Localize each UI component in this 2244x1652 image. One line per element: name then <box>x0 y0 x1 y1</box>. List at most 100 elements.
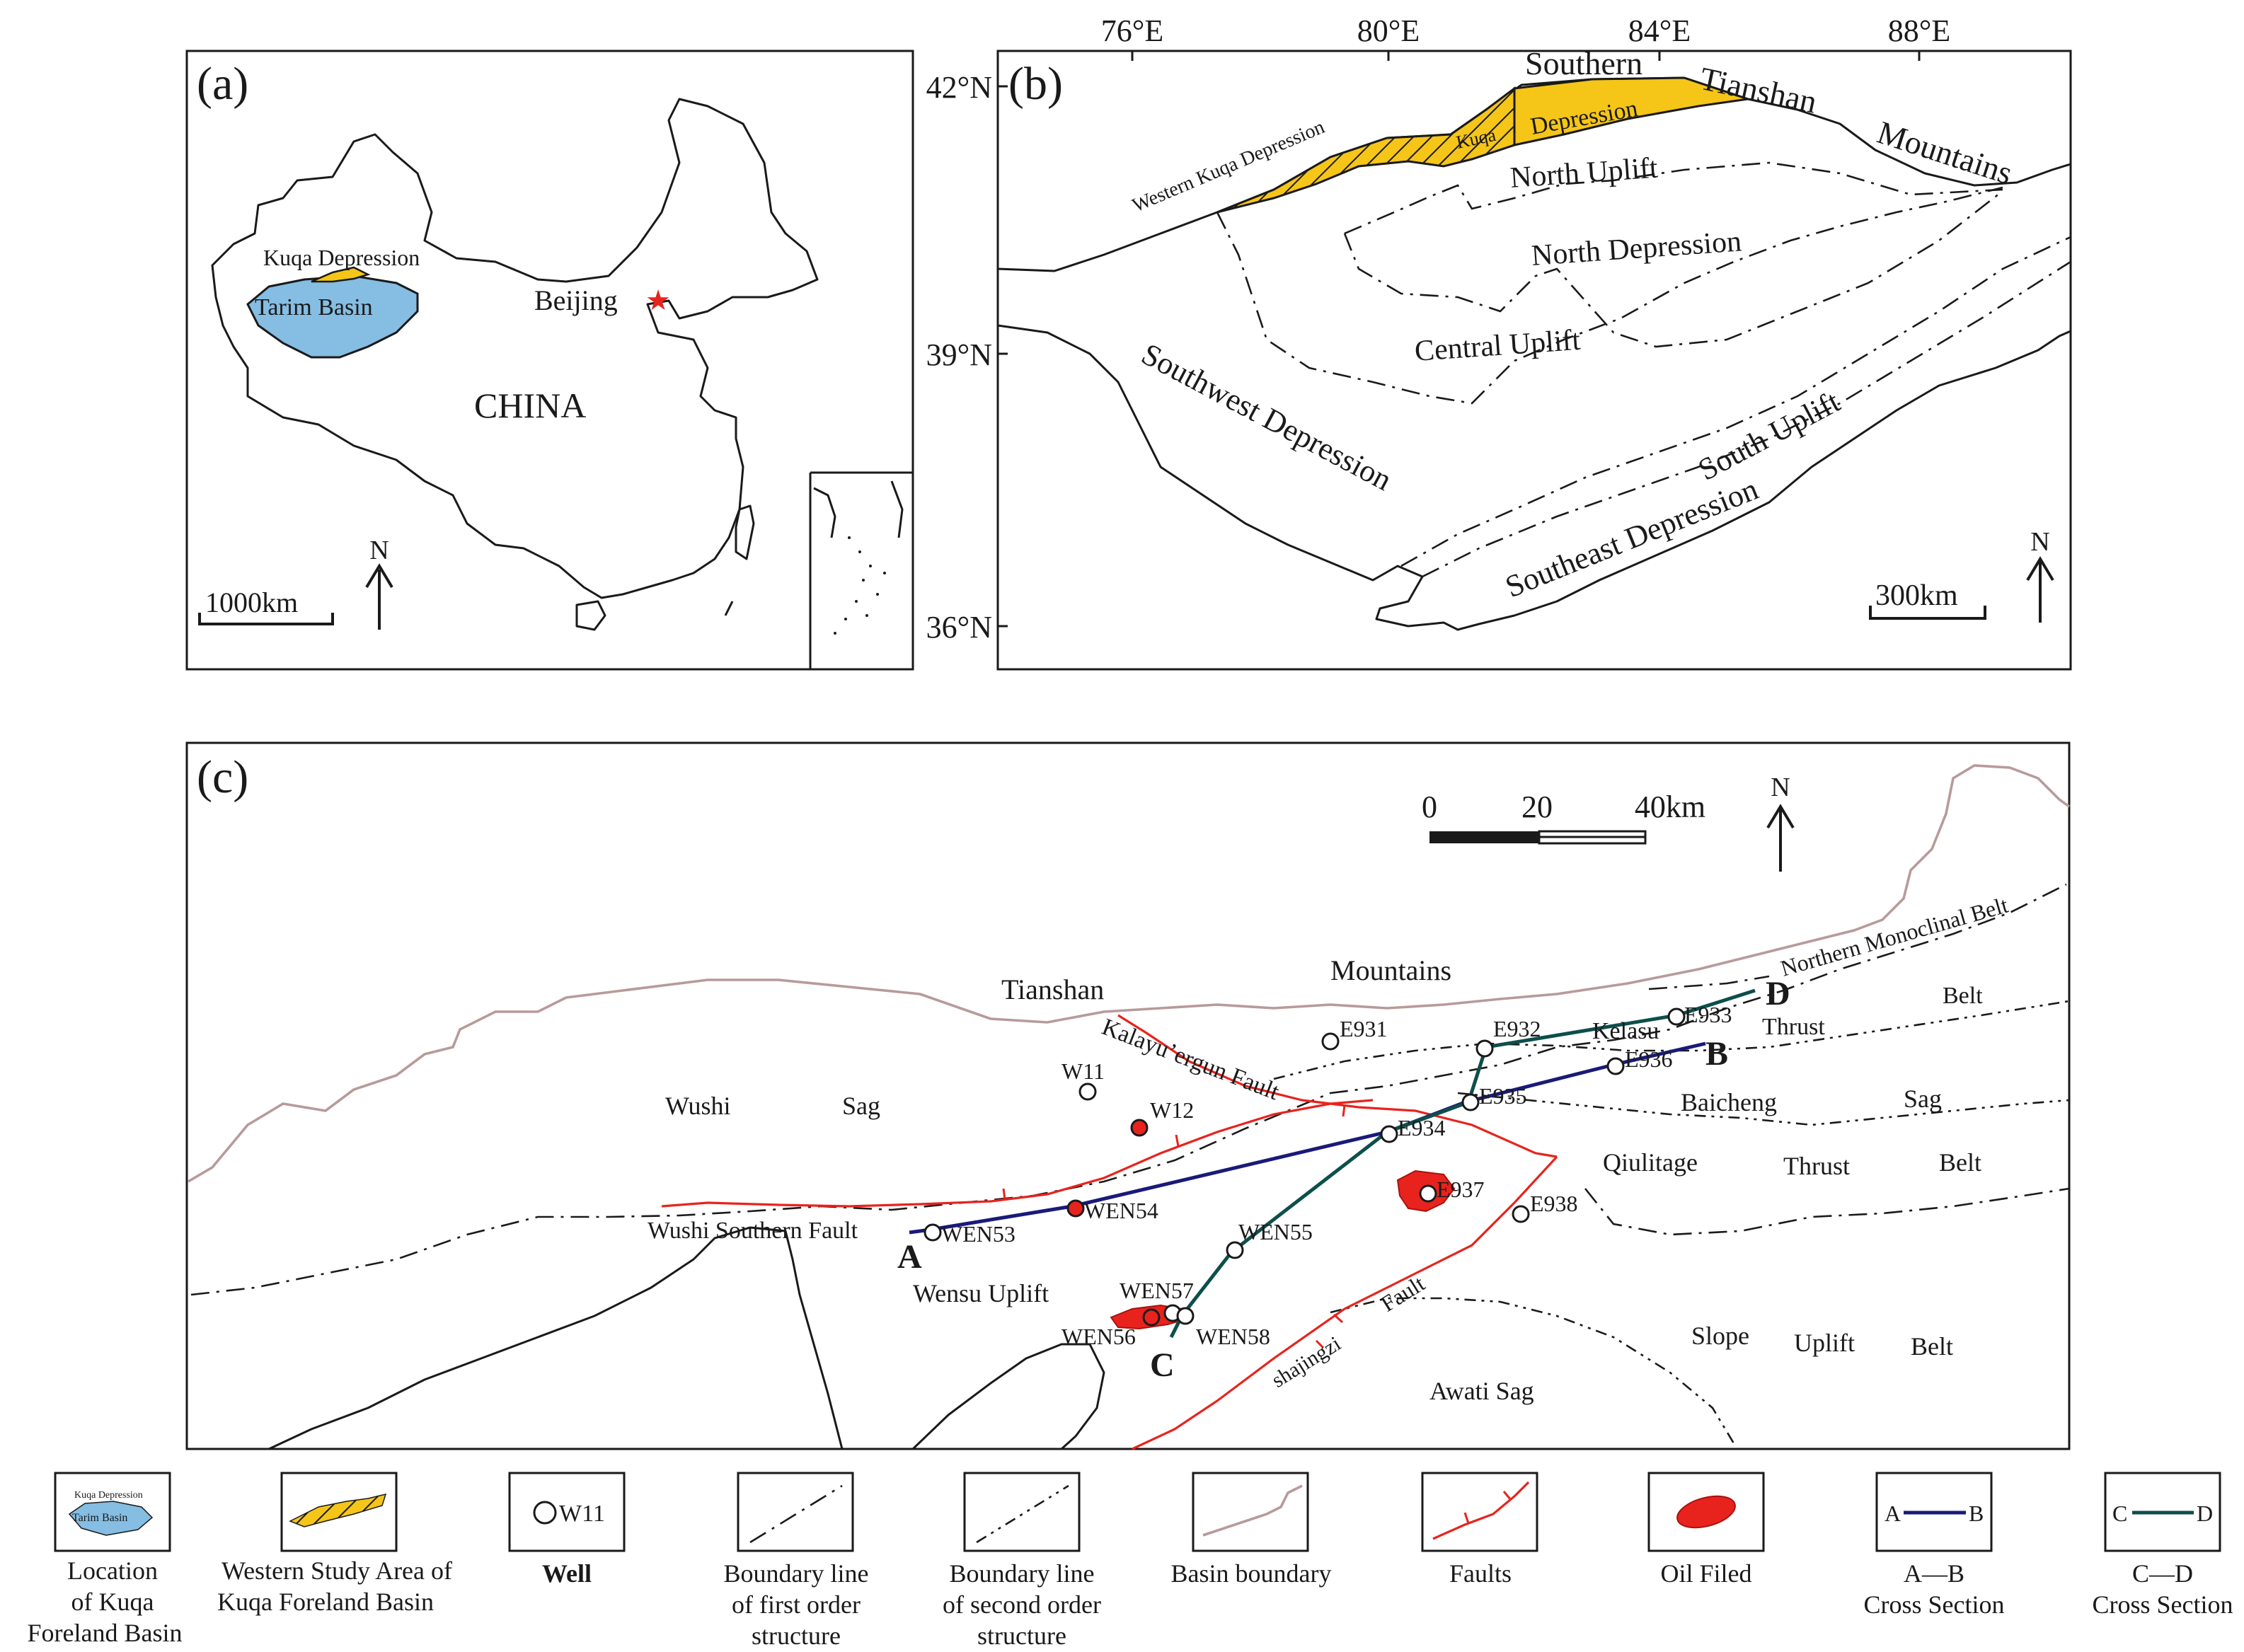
mountains-label: Mountains <box>1873 114 2017 191</box>
kuqa-depression-shape <box>311 266 371 283</box>
legend-location-line-3: Foreland Basin <box>28 1619 183 1647</box>
first-order-boundary-kelasu <box>1648 975 1770 990</box>
legend-oil-field-label: Oil Filed <box>1660 1559 1751 1588</box>
panel-c-north-arrow: N <box>1766 773 1795 872</box>
scale-label: 1000km <box>205 587 298 618</box>
well-e938-marker <box>1512 1205 1530 1223</box>
shajingzi-fault-label: Fault <box>1376 1270 1429 1316</box>
ab-cross-section-line <box>909 1041 1706 1235</box>
wushi-sag-label: Sag <box>842 1092 880 1120</box>
qiulitage-label: Qiulitage <box>1603 1148 1698 1177</box>
tarim-north-boundary <box>997 76 2071 272</box>
north-uplift-label: North Uplift <box>1509 151 1659 194</box>
legend-item-second-order: Boundary line of second order structure <box>943 1472 1101 1650</box>
panel-c-letter: (c) <box>197 751 248 803</box>
southwest-depression-label: Southwest Depression <box>1136 337 1397 497</box>
legend-well-label: Well <box>542 1559 592 1588</box>
second-order-boundary-baicheng-north <box>1273 1000 2070 1080</box>
legend-ab-line-2: Cross Section <box>1863 1590 2004 1619</box>
well-e935-label: E935 <box>1479 1083 1527 1109</box>
legend-study-line-2: Kuqa Foreland Basin <box>217 1588 434 1616</box>
legend: Kuqa Depression Tarim Basin Location of … <box>28 1472 2233 1650</box>
slope-belt-label: Belt <box>1911 1332 1953 1361</box>
well-w12-marker <box>1130 1119 1149 1137</box>
wensu-uplift-outline <box>268 1226 844 1450</box>
qiulitage-thrust-label: Thrust <box>1783 1152 1850 1180</box>
fault-tick-marks <box>1002 1104 1346 1349</box>
well-wen55-label: WEN55 <box>1238 1219 1313 1244</box>
hainan-outline <box>575 600 606 631</box>
well-e932-label: E932 <box>1493 1016 1541 1041</box>
legend-first-order-line-2: of first order <box>732 1590 861 1619</box>
legend-item-oil-field: Oil Filed <box>1647 1472 1765 1588</box>
panel-a-frame <box>185 50 914 671</box>
well-wen56-label: WEN56 <box>1061 1324 1136 1349</box>
panel-b-north-arrow: N <box>2026 527 2054 623</box>
qiulitage-belt-label: Belt <box>1939 1148 1981 1177</box>
north-label: N <box>2030 527 2049 557</box>
panel-b-scale-bar: 300km <box>1869 579 1986 620</box>
inset-islands <box>834 536 886 635</box>
well-wen58-label: WEN58 <box>1196 1324 1270 1349</box>
well-e938-label: E938 <box>1530 1191 1578 1216</box>
north-upper-boundary <box>1344 161 2003 235</box>
well-wen58-marker <box>1176 1307 1195 1325</box>
legend-item-cd-section: C D C—D Cross Section <box>2092 1472 2233 1619</box>
tianshan-label: Tianshan <box>1001 974 1104 1005</box>
legend-mini-tarim: Tarim Basin <box>72 1512 127 1524</box>
well-e933-marker <box>1667 1007 1686 1026</box>
legend-item-first-order: Boundary line of first order structure <box>724 1472 869 1650</box>
panel-a-china-map: (a) Kuqa Depression Tarim Basin Beijing … <box>185 50 914 671</box>
well-e936-label: E936 <box>1625 1046 1673 1072</box>
lon-tick-76: 76°E <box>1101 13 1163 48</box>
well-w11-marker <box>1078 1082 1097 1101</box>
wensu-uplift-label: Wensu Uplift <box>913 1279 1049 1307</box>
tarim-basin-label: Tarim Basin <box>255 294 373 320</box>
awati-sag-label: Awati Sag <box>1429 1377 1534 1405</box>
section-letter-b: B <box>1705 1035 1728 1073</box>
section-letter-d: D <box>1766 975 1790 1012</box>
tarim-basin-shape <box>246 275 419 359</box>
well-w12-label: W12 <box>1150 1097 1194 1123</box>
slope-label: Slope <box>1691 1322 1749 1350</box>
lat-tick-36: 36°N <box>926 610 992 645</box>
panel-b-frame <box>996 50 2072 671</box>
panel-a-north-arrow: N <box>365 536 393 630</box>
well-e933-label: E933 <box>1684 1002 1732 1027</box>
lon-tick-80: 80°E <box>1357 13 1420 48</box>
legend-cd-from: C <box>2112 1501 2127 1526</box>
legend-faults-label: Faults <box>1449 1559 1512 1588</box>
well-e931-label: E931 <box>1340 1016 1388 1041</box>
south-uplift-boundary-2 <box>1422 260 2071 578</box>
china-outline <box>211 98 819 599</box>
well-e934-label: E934 <box>1398 1115 1446 1140</box>
wushi-label: Wushi <box>665 1092 731 1120</box>
well-w11-label: W11 <box>1061 1058 1105 1084</box>
basin-boundary-line <box>188 764 2071 1183</box>
slope-uplift-label: Uplift <box>1794 1329 1855 1357</box>
north-label: N <box>1771 773 1790 802</box>
well-wen57-label: WEN57 <box>1120 1278 1194 1303</box>
legend-location-line-2: of Kuqa <box>71 1588 154 1616</box>
shajingzi-label: shajingzi <box>1267 1332 1345 1392</box>
legend-well-sample: W11 <box>559 1501 605 1527</box>
south-uplift-label: South Uplift <box>1693 384 1846 487</box>
legend-first-order-line-3: structure <box>752 1622 841 1650</box>
scale-tick-0: 0 <box>1422 790 1437 824</box>
inset-coast <box>813 480 904 538</box>
panel-c-scale-bar: 0 20 40km <box>1422 790 1705 845</box>
beijing-label: Beijing <box>534 284 618 316</box>
island-dash <box>724 601 734 616</box>
legend-second-order-line-3: structure <box>977 1622 1066 1650</box>
scale-label: 300km <box>1875 579 1958 612</box>
kalayu-ergun-fault <box>1117 1014 1558 1158</box>
second-order-boundary-baicheng-south <box>1457 1092 2070 1126</box>
first-order-boundary-line <box>190 883 2067 1296</box>
well-e937-marker <box>1419 1184 1437 1203</box>
first-order-boundary-south <box>1584 1187 2070 1236</box>
beijing-star-icon: ★ <box>645 284 671 316</box>
legend-first-order-line-1: Boundary line <box>724 1559 869 1588</box>
tianshan-label: Tianshan <box>1697 60 1820 120</box>
tarim-south-boundary <box>997 324 2071 631</box>
southern-label: Southern <box>1525 45 1642 81</box>
